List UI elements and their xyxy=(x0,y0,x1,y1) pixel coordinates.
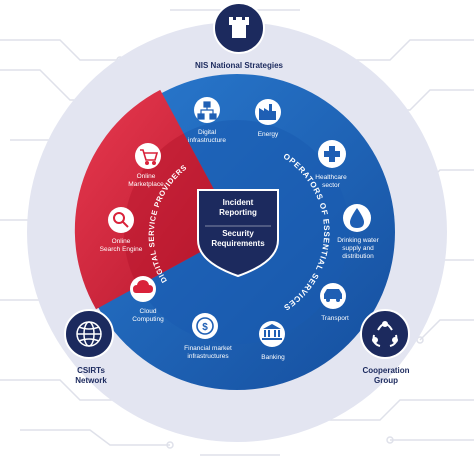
energy-label: Energy xyxy=(258,131,279,138)
nis-strategies-label: NIS National Strategies xyxy=(195,61,284,70)
nis-national-strategies: NIS National Strategies xyxy=(195,2,284,70)
drinking-water-label-2: supply and xyxy=(342,245,374,252)
oes-item-energy: Energy xyxy=(255,99,281,138)
factory-icon xyxy=(259,104,276,120)
network-hierarchy-icon xyxy=(197,101,217,120)
oes-item-healthcare-sector: Healthcare sector xyxy=(315,140,347,189)
online-search-engine-label-1: Online xyxy=(112,238,131,245)
water-drop-icon xyxy=(350,208,364,228)
online-marketplace-badge xyxy=(135,143,161,169)
cooperation-group: Cooperation Group xyxy=(360,309,410,385)
dollar-coin-icon: $ xyxy=(196,317,214,335)
online-marketplace-label-2: Marketplace xyxy=(128,181,164,188)
financial-market-label-2: infrastructures xyxy=(187,353,229,360)
dsp-inner-band xyxy=(123,133,237,286)
dsp-item-online-search-engine: Online Search Engine xyxy=(100,207,143,253)
healthcare-label-1: Healthcare xyxy=(315,174,347,181)
cloud-icon xyxy=(133,280,153,293)
online-search-engine-badge xyxy=(108,207,134,233)
cloud-computing-label-2: Computing xyxy=(132,316,164,323)
oes-item-financial-market: $ Financial market infrastructures xyxy=(184,313,232,360)
center-label-requirements: Requirements xyxy=(211,239,265,248)
online-marketplace-label-1: Online xyxy=(137,173,156,180)
csirts-label-2: Network xyxy=(75,376,107,385)
oes-item-transport: Transport xyxy=(320,283,349,322)
oes-item-drinking-water: Drinking water supply and distribution xyxy=(337,204,380,260)
center-label-reporting: Reporting xyxy=(219,208,257,217)
drinking-water-label-3: distribution xyxy=(342,253,374,260)
transport-label: Transport xyxy=(321,315,349,322)
medical-cross-icon xyxy=(324,146,340,162)
oes-item-banking: Banking xyxy=(259,321,285,361)
cooperation-badge xyxy=(360,309,410,359)
online-search-engine-label-2: Search Engine xyxy=(100,246,143,253)
oes-item-digital-infrastructure: Digital infrastructure xyxy=(188,97,226,144)
drinking-water-label-1: Drinking water xyxy=(337,237,379,244)
csirts-label-1: CSIRTs xyxy=(77,366,105,375)
dsp-sector xyxy=(74,89,238,310)
people-group-icon xyxy=(372,321,398,347)
shopping-cart-icon xyxy=(140,149,159,166)
csirts-network: CSIRTs Network xyxy=(64,309,114,385)
svg-text:$: $ xyxy=(202,322,208,333)
digital-infrastructure-label-1: Digital xyxy=(198,129,217,136)
healthcare-label-2: sector xyxy=(322,182,341,189)
cloud-computing-label-1: Cloud xyxy=(140,308,157,315)
bank-building-icon xyxy=(262,324,282,340)
center-label-incident: Incident xyxy=(223,198,254,207)
cooperation-label-2: Group xyxy=(374,376,398,385)
financial-market-badge xyxy=(192,313,218,339)
dsp-item-cloud-computing: Cloud Computing xyxy=(130,276,164,323)
car-icon xyxy=(324,289,342,302)
banking-label: Banking xyxy=(261,354,285,361)
center-shield xyxy=(197,189,279,278)
cooperation-label-1: Cooperation xyxy=(362,366,409,375)
search-magnifier-icon xyxy=(113,212,129,228)
globe-network-icon xyxy=(76,321,102,347)
castle-tower-icon xyxy=(229,17,249,38)
banking-badge xyxy=(259,321,285,347)
center-label-security: Security xyxy=(222,229,254,238)
financial-market-label-1: Financial market xyxy=(184,345,232,352)
digital-infrastructure-label-2: infrastructure xyxy=(188,137,226,144)
dsp-item-online-marketplace: Online Marketplace xyxy=(128,143,164,188)
